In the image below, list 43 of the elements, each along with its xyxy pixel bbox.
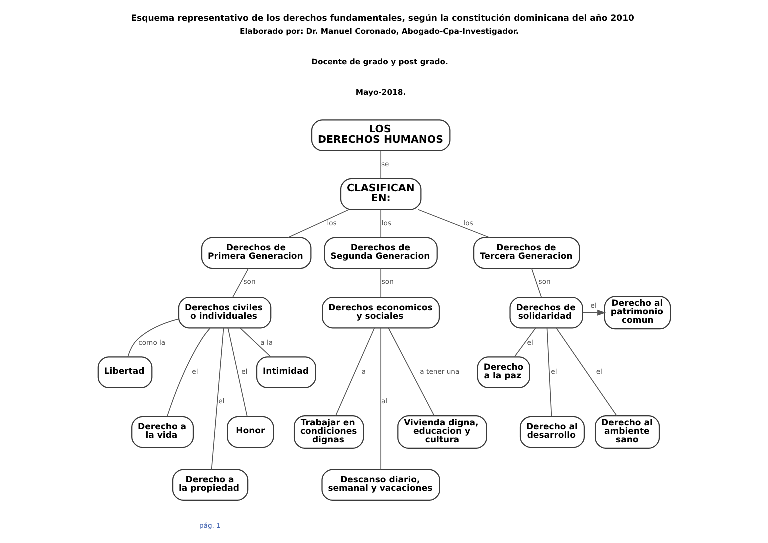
connector [417,209,490,238]
connector [210,328,224,470]
node-box: Derechos de Tercera Generacion [472,237,580,270]
node-box: Trabajar en condiciones dignas [293,415,364,449]
diagram-title: Esquema representativo de los derechos fundamentales, según la constitución dominicana del año 2010 [130,14,634,24]
connector [287,209,350,238]
node-box: Derechos civiles o individuales [178,296,272,329]
connector [335,328,375,416]
connector [127,318,179,358]
connector [388,328,434,416]
node-box: Derechos de solidaridad [509,296,583,329]
arrow [582,310,606,316]
node-box: Derecho al desarrollo [519,416,585,448]
node-box: Derecho a la paz [476,356,530,388]
node-box: Derecho al ambiente sano [594,415,660,449]
node-box: Derechos de Segunda Generacion [324,237,438,270]
node-box: Derechos de Primera Generacion [200,237,312,270]
node-box: Honor [226,416,274,448]
connector [380,209,382,238]
label: Docente de grado y post grado. [311,57,448,66]
connector [232,268,249,298]
connector [380,268,382,298]
connector [380,328,382,470]
node-box: Derecho al patrimonio comun [604,296,671,330]
node-box: Intimidad [256,356,316,388]
label: Mayo-2018. [355,88,406,98]
label: Elaborado por: Dr. Manuel Coronado, Abogado-Cpa-Investigador. [239,26,518,36]
connector [530,268,542,298]
node-box: Derecho a la propiedad [172,469,248,501]
connector [546,328,552,417]
node-box: Descanso diario, semanal y vacaciones [321,469,440,501]
connector [514,328,536,358]
connector [556,328,617,416]
node-box: Derecho a la vida [131,416,194,448]
connector [227,328,248,417]
connector [380,150,382,180]
node-box: Libertad [97,356,152,388]
node-box: Vivienda digna, educacion y cultura [397,415,487,449]
node-box: Derechos economicos y sociales [322,296,440,329]
connector [240,328,271,358]
node-box: LOS DERECHOS HUMANOS [310,120,450,152]
connector [166,328,210,418]
node-box: CLASIFICAN EN: [340,178,422,210]
